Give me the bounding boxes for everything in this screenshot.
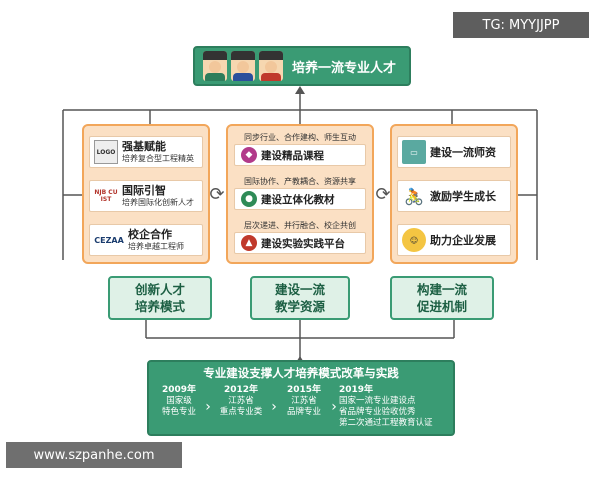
card-subtitle: 培养卓越工程师 (128, 241, 184, 251)
item-subtitle: 国际协作、产教耦合、资源共享 (244, 177, 356, 186)
card-title: 助力企业发展 (430, 234, 496, 247)
cycle-arrow-icon: ⟳ (209, 183, 225, 205)
item-subtitle: 同步行业、合作建构、师生互动 (244, 133, 356, 142)
left-label: 创新人才 培养模式 (108, 276, 212, 320)
right-card-3: ☺ 助力企业发展 (397, 224, 511, 256)
left-panel: LOGO 强基赋能培养复合型工程精英 NJB CU IST 国际引智培养国际化创… (82, 124, 210, 264)
mid-item-1: 同步行业、合作建构、师生互动 ◆ 建设精品课程 (234, 132, 366, 166)
milestone-2015: 2015年 江苏省 品牌专业 (286, 385, 322, 417)
mid-panel: 同步行业、合作建构、师生互动 ◆ 建设精品课程 国际协作、产教耦合、资源共享 ● 建… (226, 124, 374, 264)
lab-icon: ▲ (241, 235, 257, 251)
mid-item-2: 国际协作、产教耦合、资源共享 ● 建设立体化教材 (234, 176, 366, 210)
chevron-right-icon: › (271, 399, 277, 415)
bottom-title: 专业建设支撑人才培养模式改革与实践 (203, 366, 399, 380)
right-card-2: 🚴 激励学生成长 (397, 180, 511, 212)
left-card-2: NJB CU IST 国际引智培养国际化创新人才 (89, 180, 203, 212)
card-title: 强基赋能 (122, 140, 166, 154)
right-panel: ▭ 建设一流师资 🚴 激励学生成长 ☺ 助力企业发展 (390, 124, 518, 264)
card-title: 校企合作 (128, 228, 172, 242)
item-title: 建设实验实践平台 (261, 237, 345, 250)
chevron-right-icon: › (331, 399, 337, 415)
team-icon: ☺ (402, 228, 426, 252)
bottom-milestones-box: 专业建设支撑人才培养模式改革与实践 2009年 国家级 特色专业 › 2012年… (147, 360, 455, 436)
mid-label: 建设一流 教学资源 (250, 276, 350, 320)
top-title-text: 培养一流专业人才 (291, 60, 396, 76)
graduate-avatar-icon (203, 51, 227, 81)
card-subtitle: 培养国际化创新人才 (122, 197, 194, 207)
right-label: 构建一流 促进机制 (390, 276, 494, 320)
school-logo-icon: LOGO (94, 140, 118, 164)
left-card-3: CEZAA 校企合作培养卓越工程师 (89, 224, 203, 256)
chevron-right-icon: › (205, 399, 211, 415)
watermark-tg: TG: MYYJJPP (453, 12, 589, 38)
card-title: 激励学生成长 (430, 190, 496, 203)
mid-item-3: 层次递进、并行融合、校企共创 ▲ 建设实验实践平台 (234, 220, 366, 254)
card-title: 国际引智 (122, 184, 166, 198)
milestone-2019: 2019年 国家一流专业建设点 省品牌专业验收优秀 第二次通过工程教育认证 (339, 385, 433, 428)
company-logo-icon: CEZAA (94, 235, 124, 245)
graduate-avatar-icon (259, 51, 283, 81)
cyclist-icon: 🚴 (404, 186, 424, 206)
right-card-1: ▭ 建设一流师资 (397, 136, 511, 168)
course-icon: ◆ (241, 147, 257, 163)
university-logo-icon: NJB CU IST (94, 189, 118, 203)
teacher-icon: ▭ (402, 140, 426, 164)
graduate-avatar-icon (231, 51, 255, 81)
left-card-1: LOGO 强基赋能培养复合型工程精英 (89, 136, 203, 168)
item-subtitle: 层次递进、并行融合、校企共创 (244, 221, 356, 230)
item-title: 建设立体化教材 (261, 193, 335, 206)
top-title-box: 培养一流专业人才 (193, 46, 411, 86)
milestone-2009: 2009年 国家级 特色专业 (161, 385, 197, 417)
card-title: 建设一流师资 (430, 146, 496, 159)
item-title: 建设精品课程 (261, 149, 324, 162)
cycle-arrow-icon: ⟳ (375, 183, 391, 205)
watermark-site: www.szpanhe.com (6, 442, 182, 468)
milestone-2012: 2012年 江苏省 重点专业类 (219, 385, 263, 417)
book-icon: ● (241, 191, 257, 207)
card-subtitle: 培养复合型工程精英 (122, 153, 194, 163)
